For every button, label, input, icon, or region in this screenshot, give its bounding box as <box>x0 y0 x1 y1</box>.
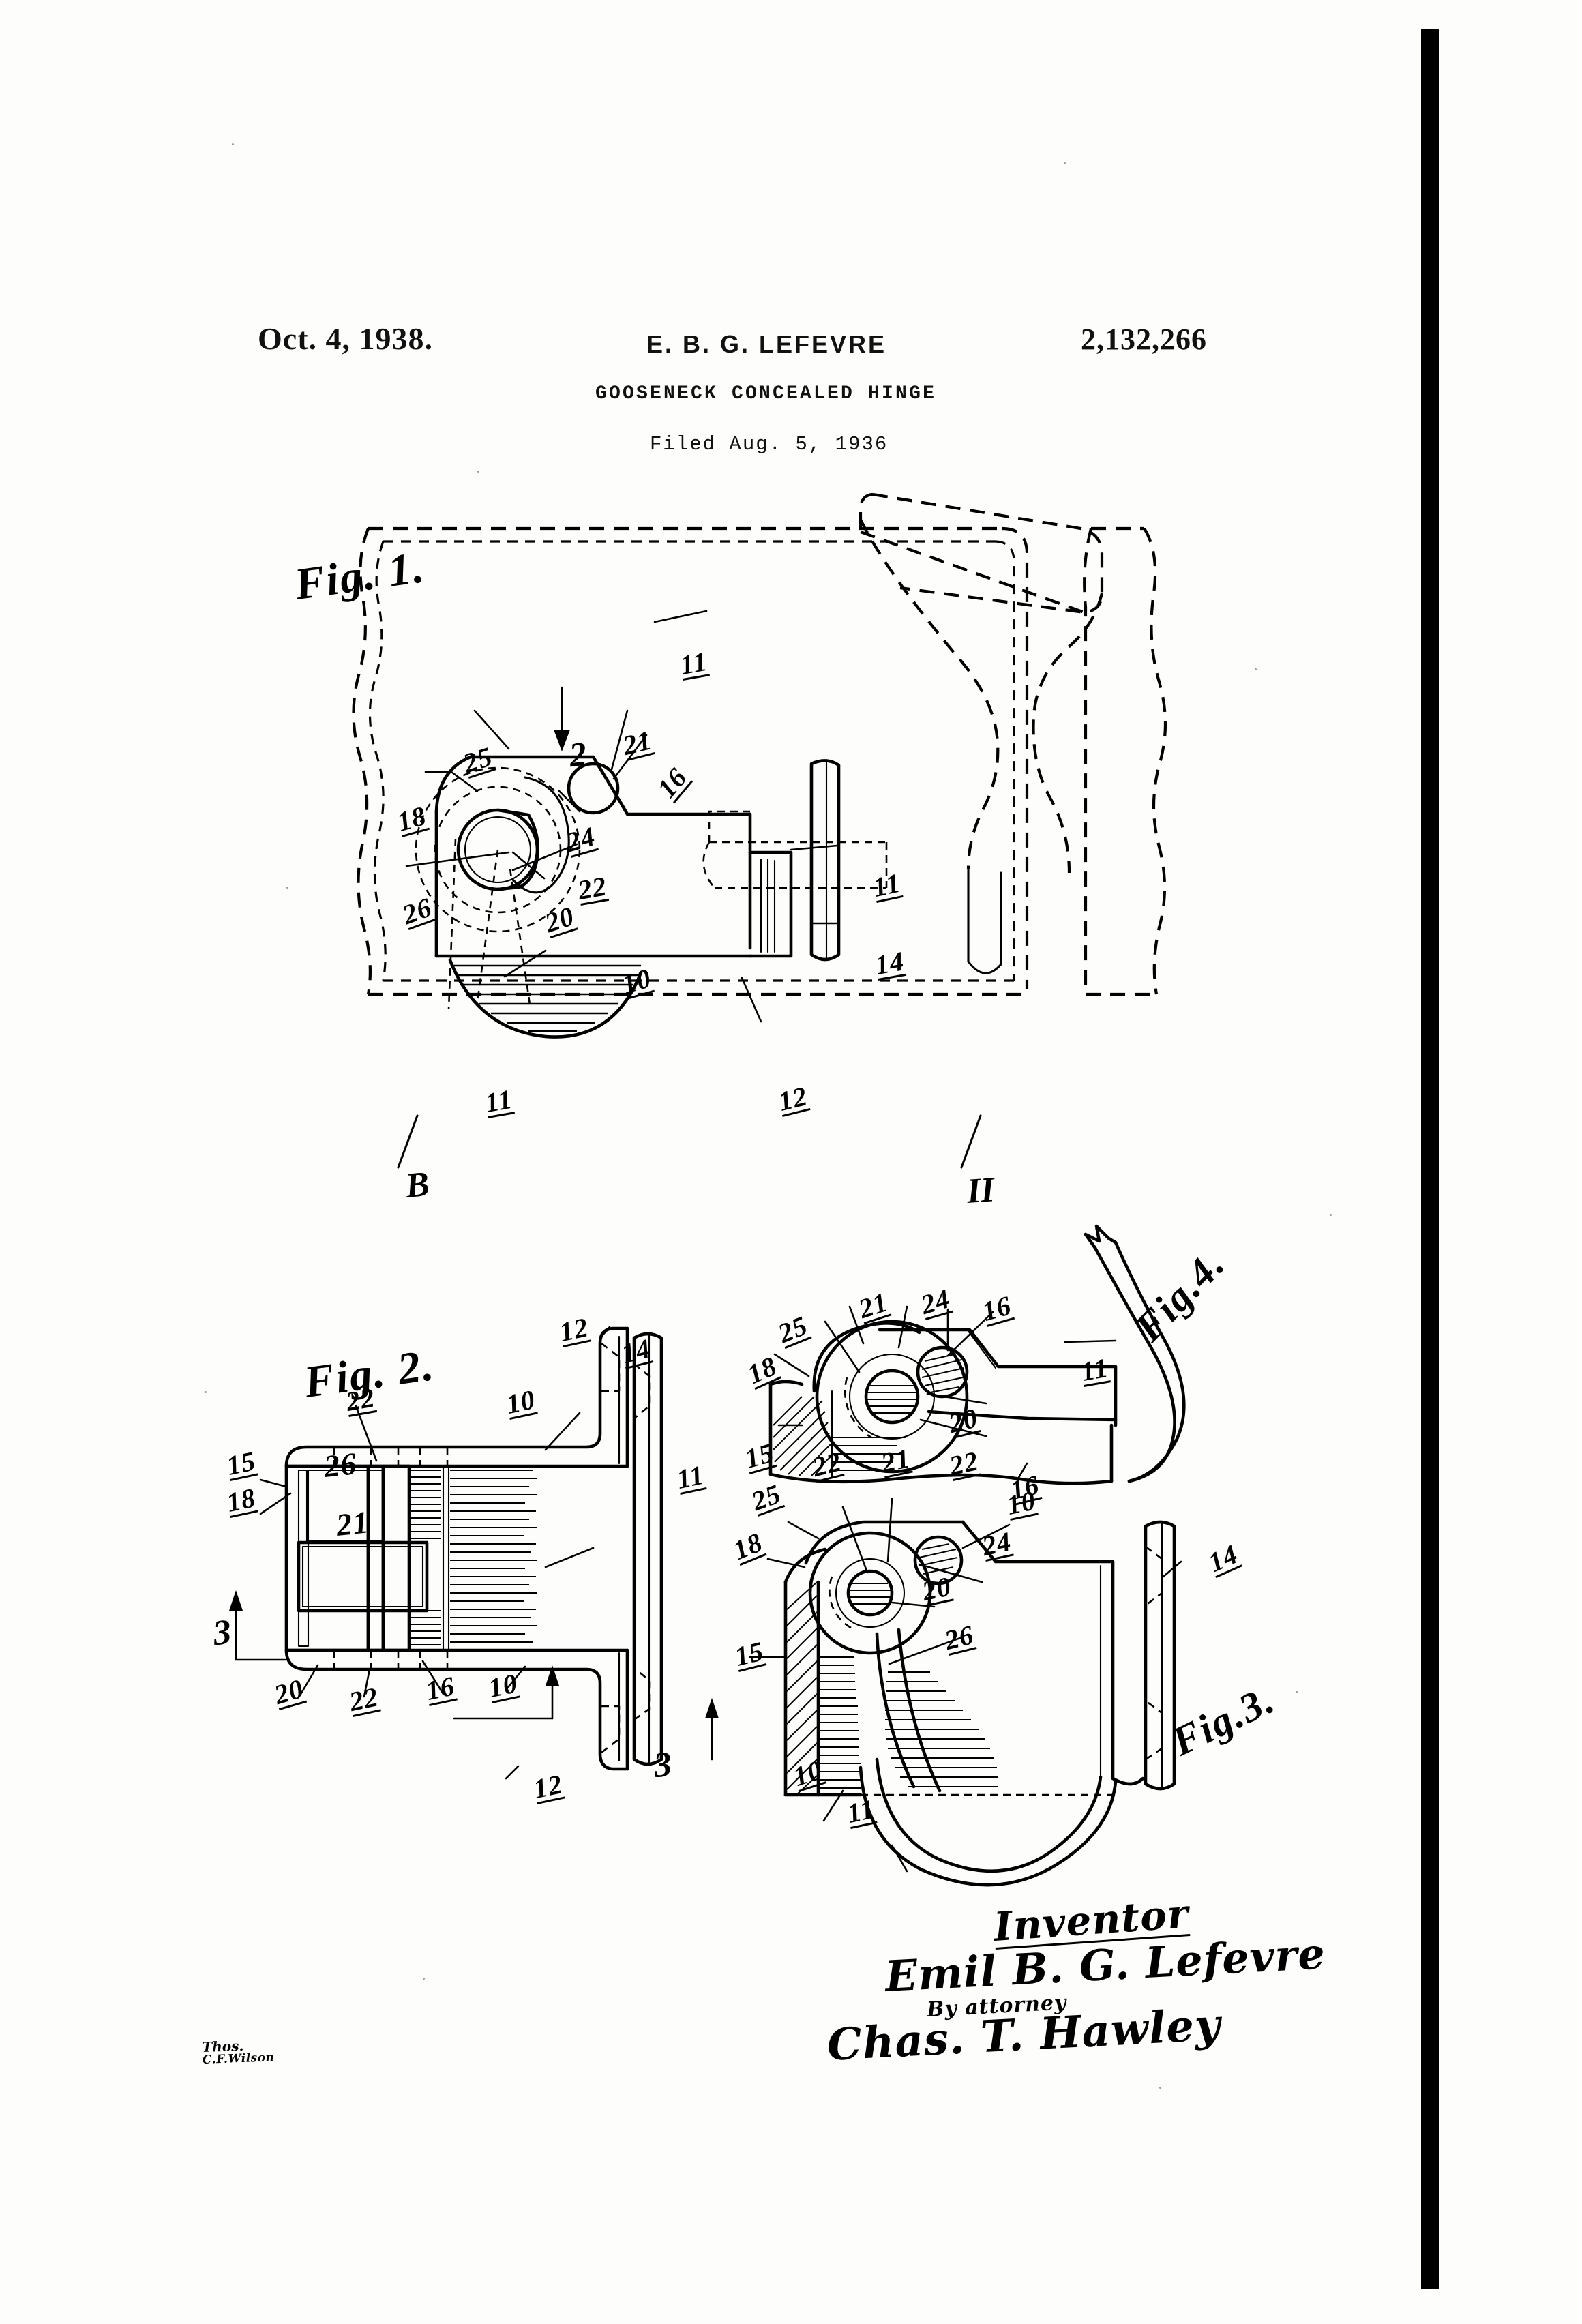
fig1-section-arrow-2 <box>554 686 570 751</box>
scan-speckle <box>286 887 288 889</box>
fig3-mounting-plate-14 <box>1144 1520 1176 1791</box>
scan-speckle <box>1330 1214 1332 1216</box>
scan-speckle <box>205 1391 207 1393</box>
figure-1-drawing <box>352 492 1167 1039</box>
callout-11: 11 <box>678 645 711 681</box>
fig2-lower-leaf <box>284 1648 629 1771</box>
witness-line-2: C.F.Wilson <box>202 2051 275 2067</box>
scan-speckle <box>1064 162 1066 164</box>
figure-2-drawing <box>229 1326 663 1780</box>
fig3-left-wall <box>783 1547 863 1797</box>
fig3-lead-lines <box>749 1498 1182 1873</box>
fig4-callout-11: 11 <box>1079 1352 1111 1388</box>
fig2-callout-21: 21 <box>334 1504 371 1543</box>
witness-mark: Thos. C.F.Wilson <box>202 2038 275 2067</box>
header-patent-number: 2,132,266 <box>1081 323 1207 356</box>
signature-attorney-name: Chas. T. Hawley <box>826 1999 1222 2071</box>
fig2-upper-leaf <box>284 1326 629 1468</box>
signature-inventor-name: Emil B. G. Lefevre <box>884 1928 1327 2001</box>
fig2-knuckle-block <box>284 1464 429 1652</box>
fig2-pin-hatch <box>411 1470 441 1645</box>
fig1-section-tick-right <box>960 1114 982 1169</box>
scan-speckle <box>1296 1691 1298 1693</box>
fig2-section-arrows <box>229 1590 559 1720</box>
header-invention-title: GOOSENECK CONCEALED HINGE <box>595 383 937 404</box>
scan-speckle <box>232 143 234 145</box>
callout-22: 22 <box>576 870 610 906</box>
header-date: Oct. 4, 1938. <box>258 321 434 356</box>
scan-speckle <box>1159 2087 1161 2089</box>
figure-3-drawing <box>705 1498 1182 1887</box>
figure-4-drawing <box>768 1224 1186 1485</box>
fig1-link-22 <box>447 776 570 1010</box>
sheet-margin-rule <box>1421 29 1439 2289</box>
fig1-casing-phantom <box>352 526 1029 996</box>
fig1-mounting-plate-14 <box>748 758 841 962</box>
fig1-arm-hidden-profile <box>702 810 888 889</box>
fig2-callout-22-top: 22 <box>344 1382 378 1418</box>
fig2-mounting-plate-14 <box>632 1332 663 1766</box>
fig2-barrel-hatch <box>450 1470 537 1643</box>
header-inventor-name: E. B. G. LEFEVRE <box>646 330 887 358</box>
fig1-gooseneck-arm-phantom <box>859 492 1104 874</box>
fig4-base-block <box>768 1380 1114 1485</box>
callout-14: 14 <box>873 945 907 981</box>
fig4-gooseneck-11 <box>1084 1224 1186 1483</box>
fig1-gooseneck-lower <box>967 868 1002 974</box>
fig1-section-hatching <box>451 964 641 1032</box>
fig1-section-tick-left <box>397 1114 419 1169</box>
scan-speckle <box>423 1978 425 1980</box>
fig3-body-10 <box>859 1560 1145 1887</box>
fig3-section-arrow <box>705 1698 719 1761</box>
scan-speckle <box>1255 668 1257 670</box>
fig1-lead-lines <box>405 610 839 1023</box>
fig1-right-casing-phantom <box>1083 526 1167 996</box>
fig2-lead-lines <box>259 1326 611 1780</box>
scan-speckle <box>477 471 479 473</box>
header-filing-date: Filed Aug. 5, 1936 <box>650 433 889 456</box>
fig3-knuckle <box>804 1520 998 1655</box>
fig4-lead-lines <box>773 1305 1117 1481</box>
fig1-pivot-hub <box>415 762 620 933</box>
fig2-hidden-edges <box>333 1447 449 1669</box>
fig2-callout-26: 26 <box>322 1446 359 1485</box>
